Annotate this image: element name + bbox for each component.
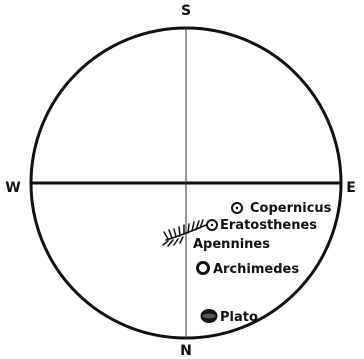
compass-label-west: W xyxy=(5,180,20,196)
copernicus-label: Copernicus xyxy=(250,201,332,216)
archimedes-marker xyxy=(198,263,209,274)
crater-archimedes: Archimedes xyxy=(198,262,300,277)
compass-label-east: E xyxy=(346,180,356,196)
crater-eratosthenes: Eratosthenes xyxy=(207,218,317,233)
plato-label: Plato xyxy=(220,310,258,325)
compass-label-north: N xyxy=(180,343,192,359)
crater-copernicus: Copernicus xyxy=(232,201,332,216)
eratosthenes-label: Eratosthenes xyxy=(220,218,317,233)
archimedes-label: Archimedes xyxy=(213,262,299,277)
compass-label-south: S xyxy=(181,3,191,19)
apennines-label: Apennines xyxy=(193,237,270,252)
crater-plato: Plato xyxy=(201,310,258,326)
